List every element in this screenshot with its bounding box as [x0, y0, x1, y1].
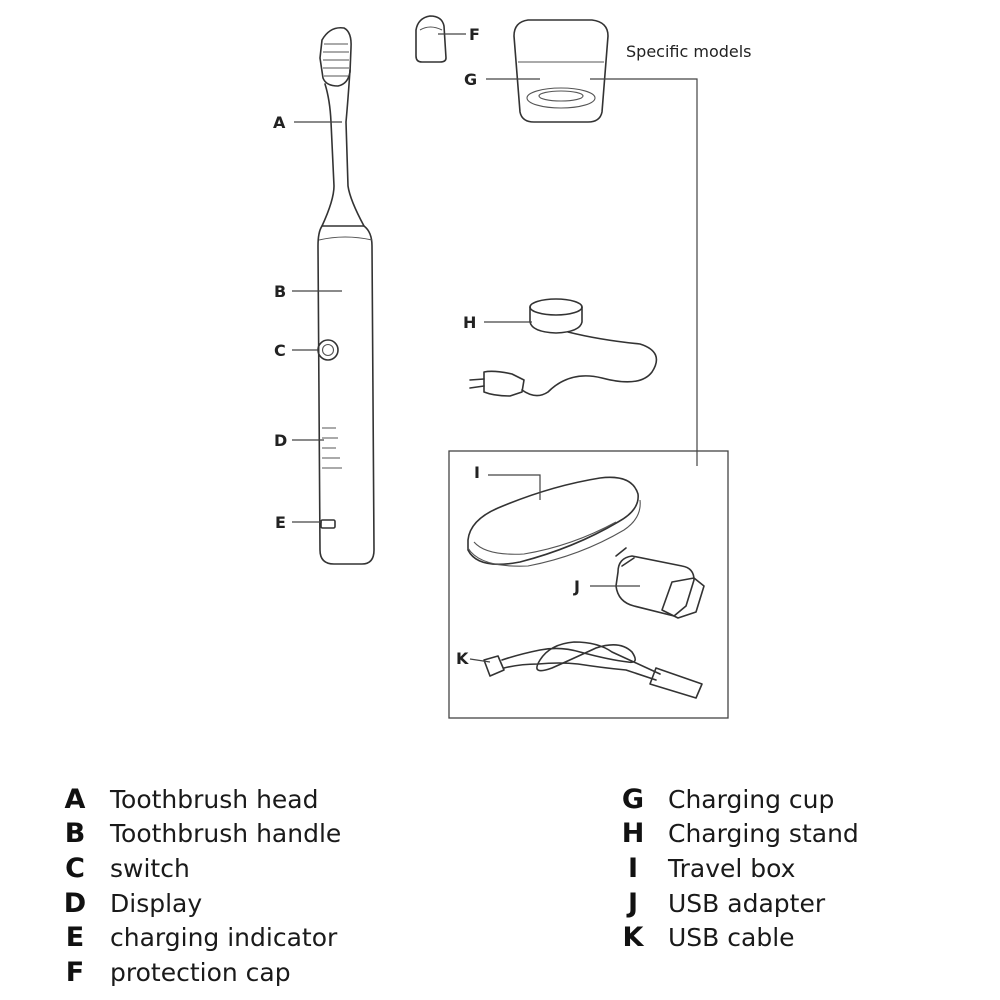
display-panel: [322, 427, 342, 469]
legend-letter: B: [64, 818, 86, 850]
charging-indicator-light: [320, 519, 336, 529]
leader-k: [469, 658, 491, 663]
legend-item: F protection cap: [46, 955, 341, 990]
callout-a: A: [273, 113, 286, 132]
legend-label: Charging cup: [668, 784, 835, 814]
callout-f: F: [469, 25, 480, 44]
specific-models-note: Specific models: [626, 42, 752, 61]
charging-cup-illustration: [513, 19, 609, 123]
legend-item: E charging indicator: [46, 920, 341, 955]
power-switch-inner: [321, 343, 335, 357]
callout-b: B: [274, 282, 286, 301]
toothbrush-handle: [317, 225, 375, 565]
callout-j: J: [573, 577, 580, 596]
legend-letter: I: [627, 852, 639, 884]
models-connector: [590, 78, 698, 466]
legend-label: protection cap: [110, 957, 291, 987]
legend-label: switch: [110, 853, 190, 883]
legend-item: H Charging stand: [604, 817, 859, 852]
legend-letter: D: [63, 887, 87, 919]
legend-label: Toothbrush handle: [110, 819, 342, 849]
legend-item: K USB cable: [604, 920, 859, 955]
product-diagram: A B C D E F G Specific models H I: [273, 15, 752, 719]
legend-letter: H: [621, 818, 645, 850]
travel-set-frame: [448, 450, 729, 719]
legend-item: I Travel box: [604, 851, 859, 886]
usb-adapter-illustration: [615, 547, 705, 619]
legend-item: B Toothbrush handle: [46, 817, 342, 852]
travel-box-illustration: [467, 476, 641, 567]
legend-item: A Toothbrush head: [46, 782, 341, 817]
legend-item: D Display: [46, 886, 341, 921]
legend-label: charging indicator: [110, 923, 338, 953]
legend-right: G Charging cup H Charging stand I Travel…: [604, 782, 859, 955]
usb-cable-illustration: [483, 641, 703, 699]
legend-label: Charging stand: [668, 819, 859, 849]
toothbrush-illustration: [317, 26, 375, 565]
legend-label: Travel box: [668, 853, 796, 883]
handle-collar: [318, 236, 373, 241]
callout-c: C: [274, 341, 286, 360]
charging-stand-illustration: [469, 298, 658, 397]
legend-label: USB cable: [668, 923, 795, 953]
legend-letter: K: [622, 922, 644, 954]
protection-cap-illustration: [415, 15, 447, 63]
callout-e: E: [275, 513, 286, 532]
legend-letter: A: [64, 783, 86, 815]
legend-label: USB adapter: [668, 888, 826, 918]
legend-letter: F: [65, 956, 85, 988]
legend-letter: E: [65, 922, 85, 954]
legend-item: G Charging cup: [604, 782, 859, 817]
legend-letter: J: [627, 887, 639, 919]
legend-label: Toothbrush head: [110, 784, 319, 814]
leader-i: [488, 474, 541, 500]
callout-g: G: [464, 70, 477, 89]
callout-d: D: [274, 431, 287, 450]
legend-left: A Toothbrush head B Toothbrush handle C …: [46, 782, 342, 990]
callout-i: I: [474, 463, 480, 482]
legend-letter: C: [65, 852, 85, 884]
brush-bristles: [319, 26, 352, 87]
brush-neck: [321, 69, 365, 227]
legend-label: Display: [110, 888, 203, 918]
legend-letter: G: [621, 783, 645, 815]
callout-h: H: [463, 313, 476, 332]
power-switch: [317, 339, 339, 361]
legend-item: J USB adapter: [604, 886, 859, 921]
bristle-rows: [323, 43, 349, 77]
legend-item: C switch: [46, 851, 341, 886]
callout-k: K: [456, 649, 469, 668]
